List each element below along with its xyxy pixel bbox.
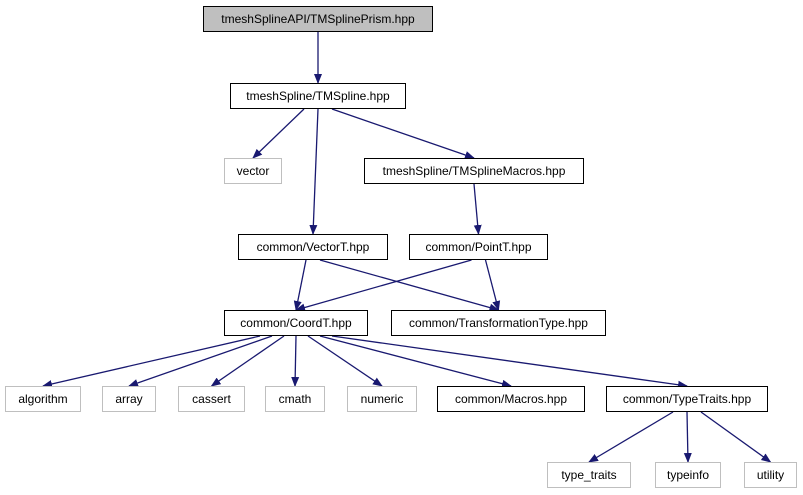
node-type-traits: type_traits [547,462,631,488]
edge-typetraits-to-typeinfo [683,411,692,463]
edge-coordt-to-array [128,335,273,387]
edge-coordt-to-cassert [210,335,285,387]
node-label: algorithm [18,392,68,406]
node-algorithm: algorithm [5,386,81,412]
node-label: type_traits [561,468,617,482]
node-label: cmath [278,392,312,406]
node-tmsplinemacros[interactable]: tmeshSpline/TMSplineMacros.hpp [364,158,584,184]
node-pointt[interactable]: common/PointT.hpp [409,234,548,260]
node-vectort[interactable]: common/VectorT.hpp [238,234,388,260]
edge-tmspline-to-vectort [309,108,319,235]
node-array: array [102,386,156,412]
edge-pointt-to-transformationtype [484,259,501,311]
node-coordt[interactable]: common/CoordT.hpp [224,310,368,336]
node-cmath: cmath [265,386,325,412]
edge-pointt-to-coordt [295,259,472,312]
node-typetraits[interactable]: common/TypeTraits.hpp [606,386,768,412]
node-vector: vector [224,158,282,184]
edge-coordt-to-typetraits [331,335,688,389]
edge-typetraits-to-type_traits [588,411,674,463]
node-numeric: numeric [347,386,417,412]
edge-vectort-to-coordt [293,259,307,311]
node-tmspline[interactable]: tmeshSpline/TMSpline.hpp [230,83,406,109]
edge-tmspline-to-vector [252,108,305,159]
node-label: common/VectorT.hpp [256,240,370,254]
node-label: numeric [360,392,404,406]
node-label: typeinfo [666,468,710,482]
edge-coordt-to-cmath [291,335,300,387]
node-label: common/CoordT.hpp [240,316,352,330]
node-transformationtype[interactable]: common/TransformationType.hpp [391,310,606,336]
node-label: cassert [192,392,231,406]
node-label: common/Macros.hpp [454,392,568,406]
node-label: common/PointT.hpp [425,240,532,254]
edge-tmspline-to-tmsplinemacros [331,108,475,159]
edge-coordt-to-algorithm [42,335,261,388]
node-root-tmsplineprism[interactable]: tmeshSplineAPI/TMSplinePrism.hpp [203,6,433,32]
node-label: common/TypeTraits.hpp [622,392,752,406]
node-label: vector [236,164,270,178]
edge-typetraits-to-utility [700,411,772,463]
node-label: tmeshSpline/TMSpline.hpp [246,89,390,103]
node-label: tmeshSpline/TMSplineMacros.hpp [382,164,566,178]
node-utility: utility [744,462,797,488]
node-label: utility [756,468,785,482]
node-label: tmeshSplineAPI/TMSplinePrism.hpp [221,12,415,26]
node-label: array [115,392,143,406]
node-label: common/TransformationType.hpp [409,316,588,330]
edge-coordt-to-numeric [307,335,383,387]
edge-tmsplinemacros-to-pointt [473,183,482,235]
node-typeinfo: typeinfo [655,462,721,488]
node-macros[interactable]: common/Macros.hpp [437,386,585,412]
edge-vectort-to-transformationtype [319,259,500,312]
edge-coordt-to-macros [319,335,512,388]
node-cassert: cassert [178,386,245,412]
